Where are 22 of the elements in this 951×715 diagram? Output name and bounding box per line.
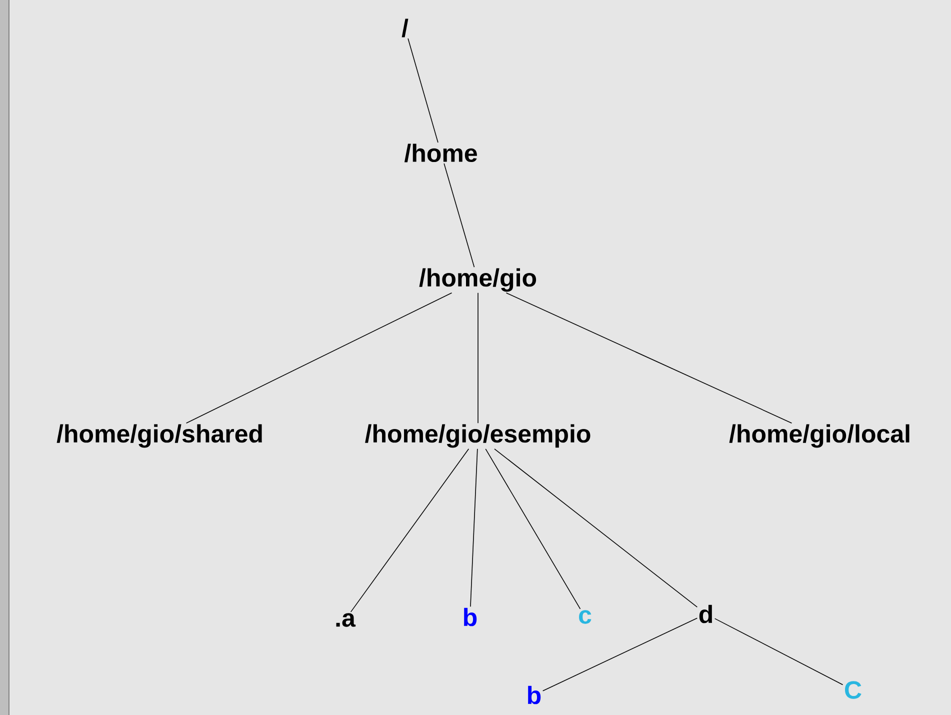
tree-line — [350, 448, 470, 612]
tree-line — [444, 163, 475, 268]
path-label: b — [528, 686, 541, 704]
tree-line — [408, 38, 438, 143]
path-label: / — [402, 18, 408, 38]
path-label: d — [699, 604, 712, 624]
path-label: /home/gio/shared — [56, 424, 262, 448]
path-label: /home/gio/esempio — [365, 424, 590, 448]
path-label: .a — [336, 613, 356, 627]
tree-line — [494, 448, 698, 608]
tree-line — [542, 618, 698, 692]
tree-line — [470, 448, 478, 608]
path-label: /home — [404, 144, 477, 162]
path-label: b — [464, 608, 477, 626]
path-label: c — [579, 610, 592, 624]
path-label: C — [845, 681, 862, 699]
path-label: /home/gio — [419, 268, 536, 292]
tree-line — [714, 618, 844, 686]
tree-line — [506, 292, 792, 424]
tree-line — [186, 292, 452, 424]
tree-line — [485, 448, 581, 610]
path-label: /home/gio/local — [729, 424, 910, 448]
